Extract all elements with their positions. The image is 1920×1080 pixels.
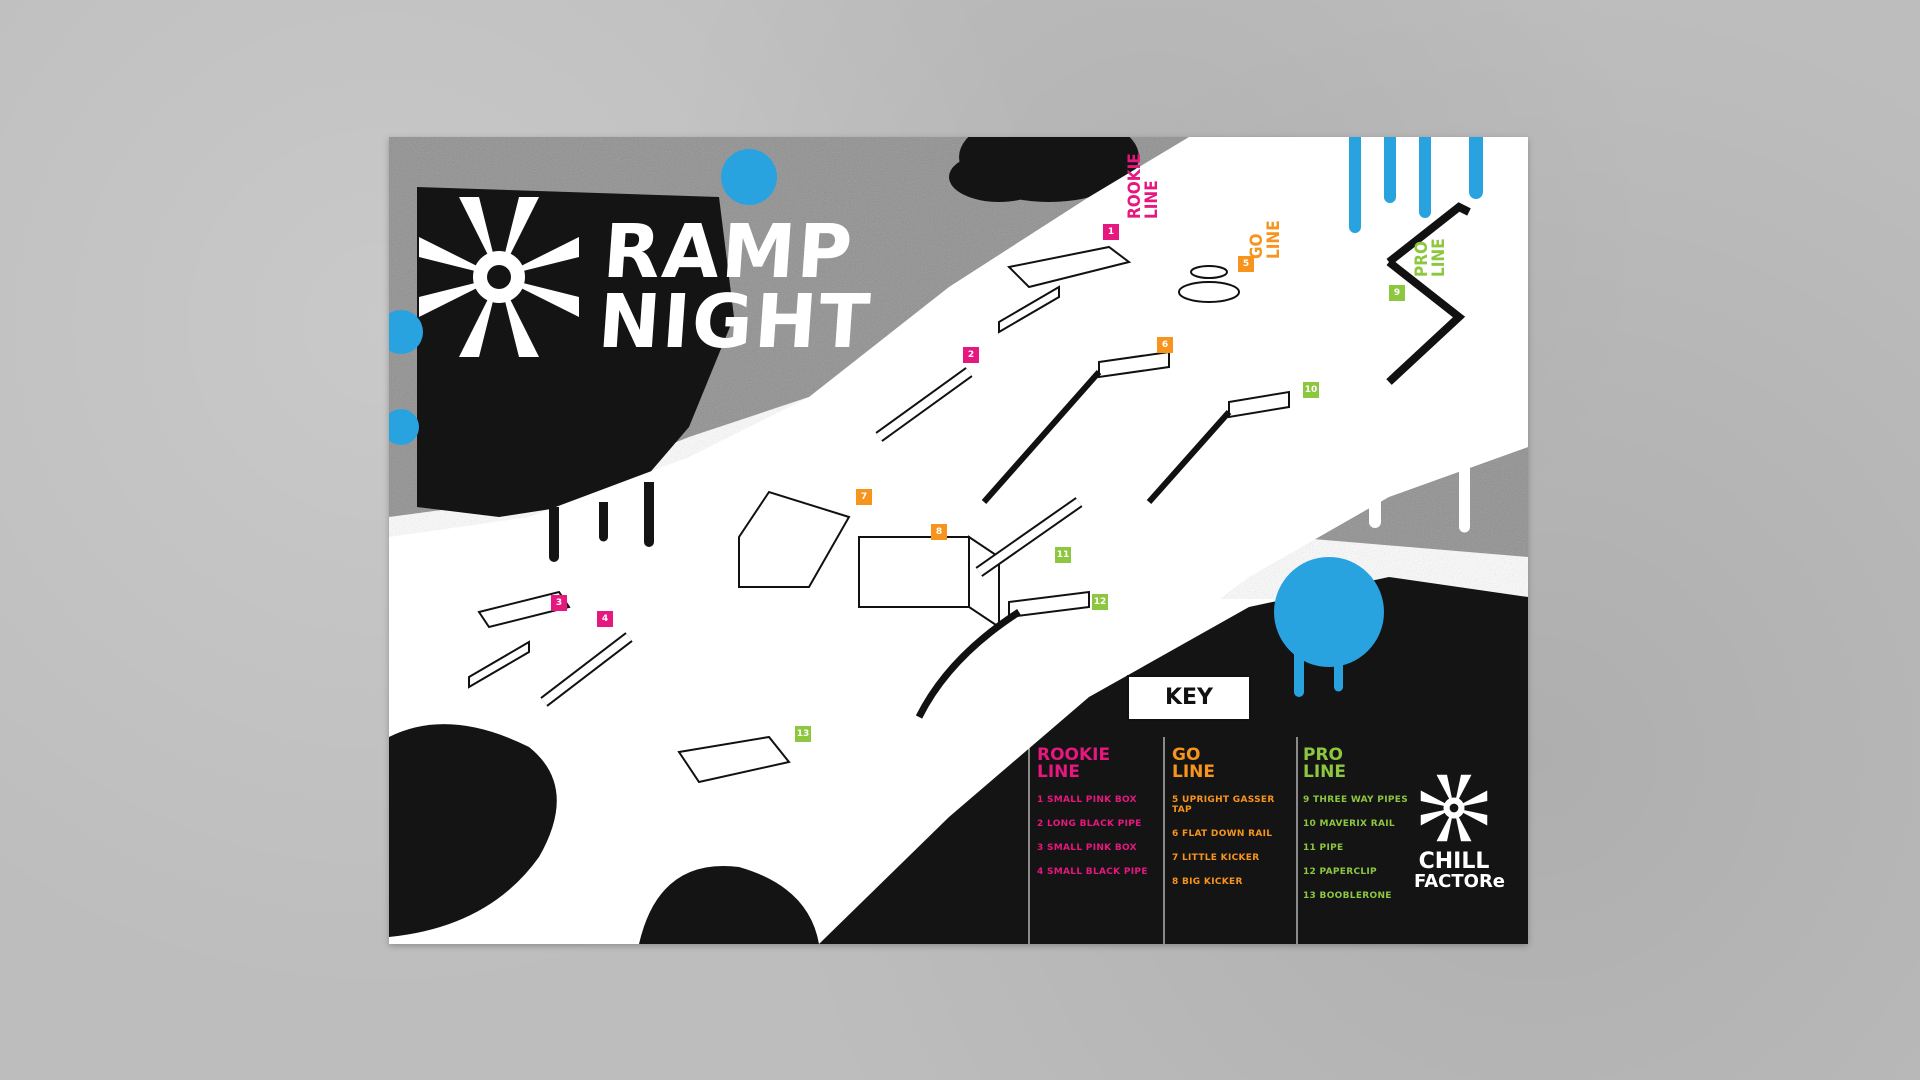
snowflake-burst-icon xyxy=(1420,774,1488,842)
pro-line-label: PRO LINE xyxy=(1412,238,1449,277)
marker-3: 3 xyxy=(551,595,567,611)
marker-6: 6 xyxy=(1157,337,1173,353)
ramp-night-poster: RAMP NIGHT ROOKIE LINE GO LINE PRO LINE … xyxy=(389,137,1528,944)
marker-4: 4 xyxy=(597,611,613,627)
marker-1: 1 xyxy=(1103,224,1119,240)
key-sign: KEY xyxy=(1127,675,1251,721)
key-go-item-5: 5 UPRIGHT GASSER TAP xyxy=(1172,795,1275,815)
logo-line-1: CHILL xyxy=(1418,849,1490,874)
key-go-item-6: 6 FLAT DOWN RAIL xyxy=(1172,829,1273,839)
key-pro-item-13: 13 BOOBLERONE xyxy=(1303,891,1392,901)
marker-5: 5 xyxy=(1238,256,1254,272)
key-rookie-header: ROOKIE LINE xyxy=(1037,745,1111,782)
title-line-2: NIGHT xyxy=(595,279,875,365)
key-pro-item-12: 12 PAPERCLIP xyxy=(1303,867,1377,877)
key-pro-header: PRO LINE xyxy=(1303,745,1346,782)
key-pro-item-9: 9 THREE WAY PIPES xyxy=(1303,795,1408,805)
marker-13: 13 xyxy=(795,726,811,742)
key-pro-item-11: 11 PIPE xyxy=(1303,843,1344,853)
key-go-item-8: 8 BIG KICKER xyxy=(1172,877,1243,887)
key-go-item-7: 7 LITTLE KICKER xyxy=(1172,853,1260,863)
key-go-header: GO LINE xyxy=(1172,745,1215,782)
chill-factore-logo: CHILL FACTORe xyxy=(1414,773,1506,892)
key-pro-column: PRO LINE 9 THREE WAY PIPES 10 MAVERIX RA… xyxy=(1303,745,1413,902)
title-line-1: RAMP xyxy=(600,209,857,295)
key-rookie-item-3: 3 SMALL PINK BOX xyxy=(1037,843,1137,853)
marker-11: 11 xyxy=(1055,547,1071,563)
snowflake-burst-icon xyxy=(419,197,579,357)
marker-7: 7 xyxy=(856,489,872,505)
key-go-column: GO LINE 5 UPRIGHT GASSER TAP 6 FLAT DOWN… xyxy=(1172,745,1292,888)
key-rookie-item-1: 1 SMALL PINK BOX xyxy=(1037,795,1137,805)
marker-2: 2 xyxy=(963,347,979,363)
marker-10: 10 xyxy=(1303,382,1319,398)
marker-12: 12 xyxy=(1092,594,1108,610)
key-pro-item-10: 10 MAVERIX RAIL xyxy=(1303,819,1395,829)
rookie-line-label: ROOKIE LINE xyxy=(1125,153,1162,219)
marker-9: 9 xyxy=(1389,285,1405,301)
poster-artwork xyxy=(389,137,1528,944)
key-rookie-column: ROOKIE LINE 1 SMALL PINK BOX 2 LONG BLAC… xyxy=(1037,745,1157,878)
go-line-label: GO LINE xyxy=(1247,220,1284,259)
marker-8: 8 xyxy=(931,524,947,540)
key-rookie-item-2: 2 LONG BLACK PIPE xyxy=(1037,819,1142,829)
logo-line-2: FACTORe xyxy=(1414,871,1506,892)
poster-title: RAMP NIGHT xyxy=(595,209,878,365)
key-rookie-item-4: 4 SMALL BLACK PIPE xyxy=(1037,867,1148,877)
